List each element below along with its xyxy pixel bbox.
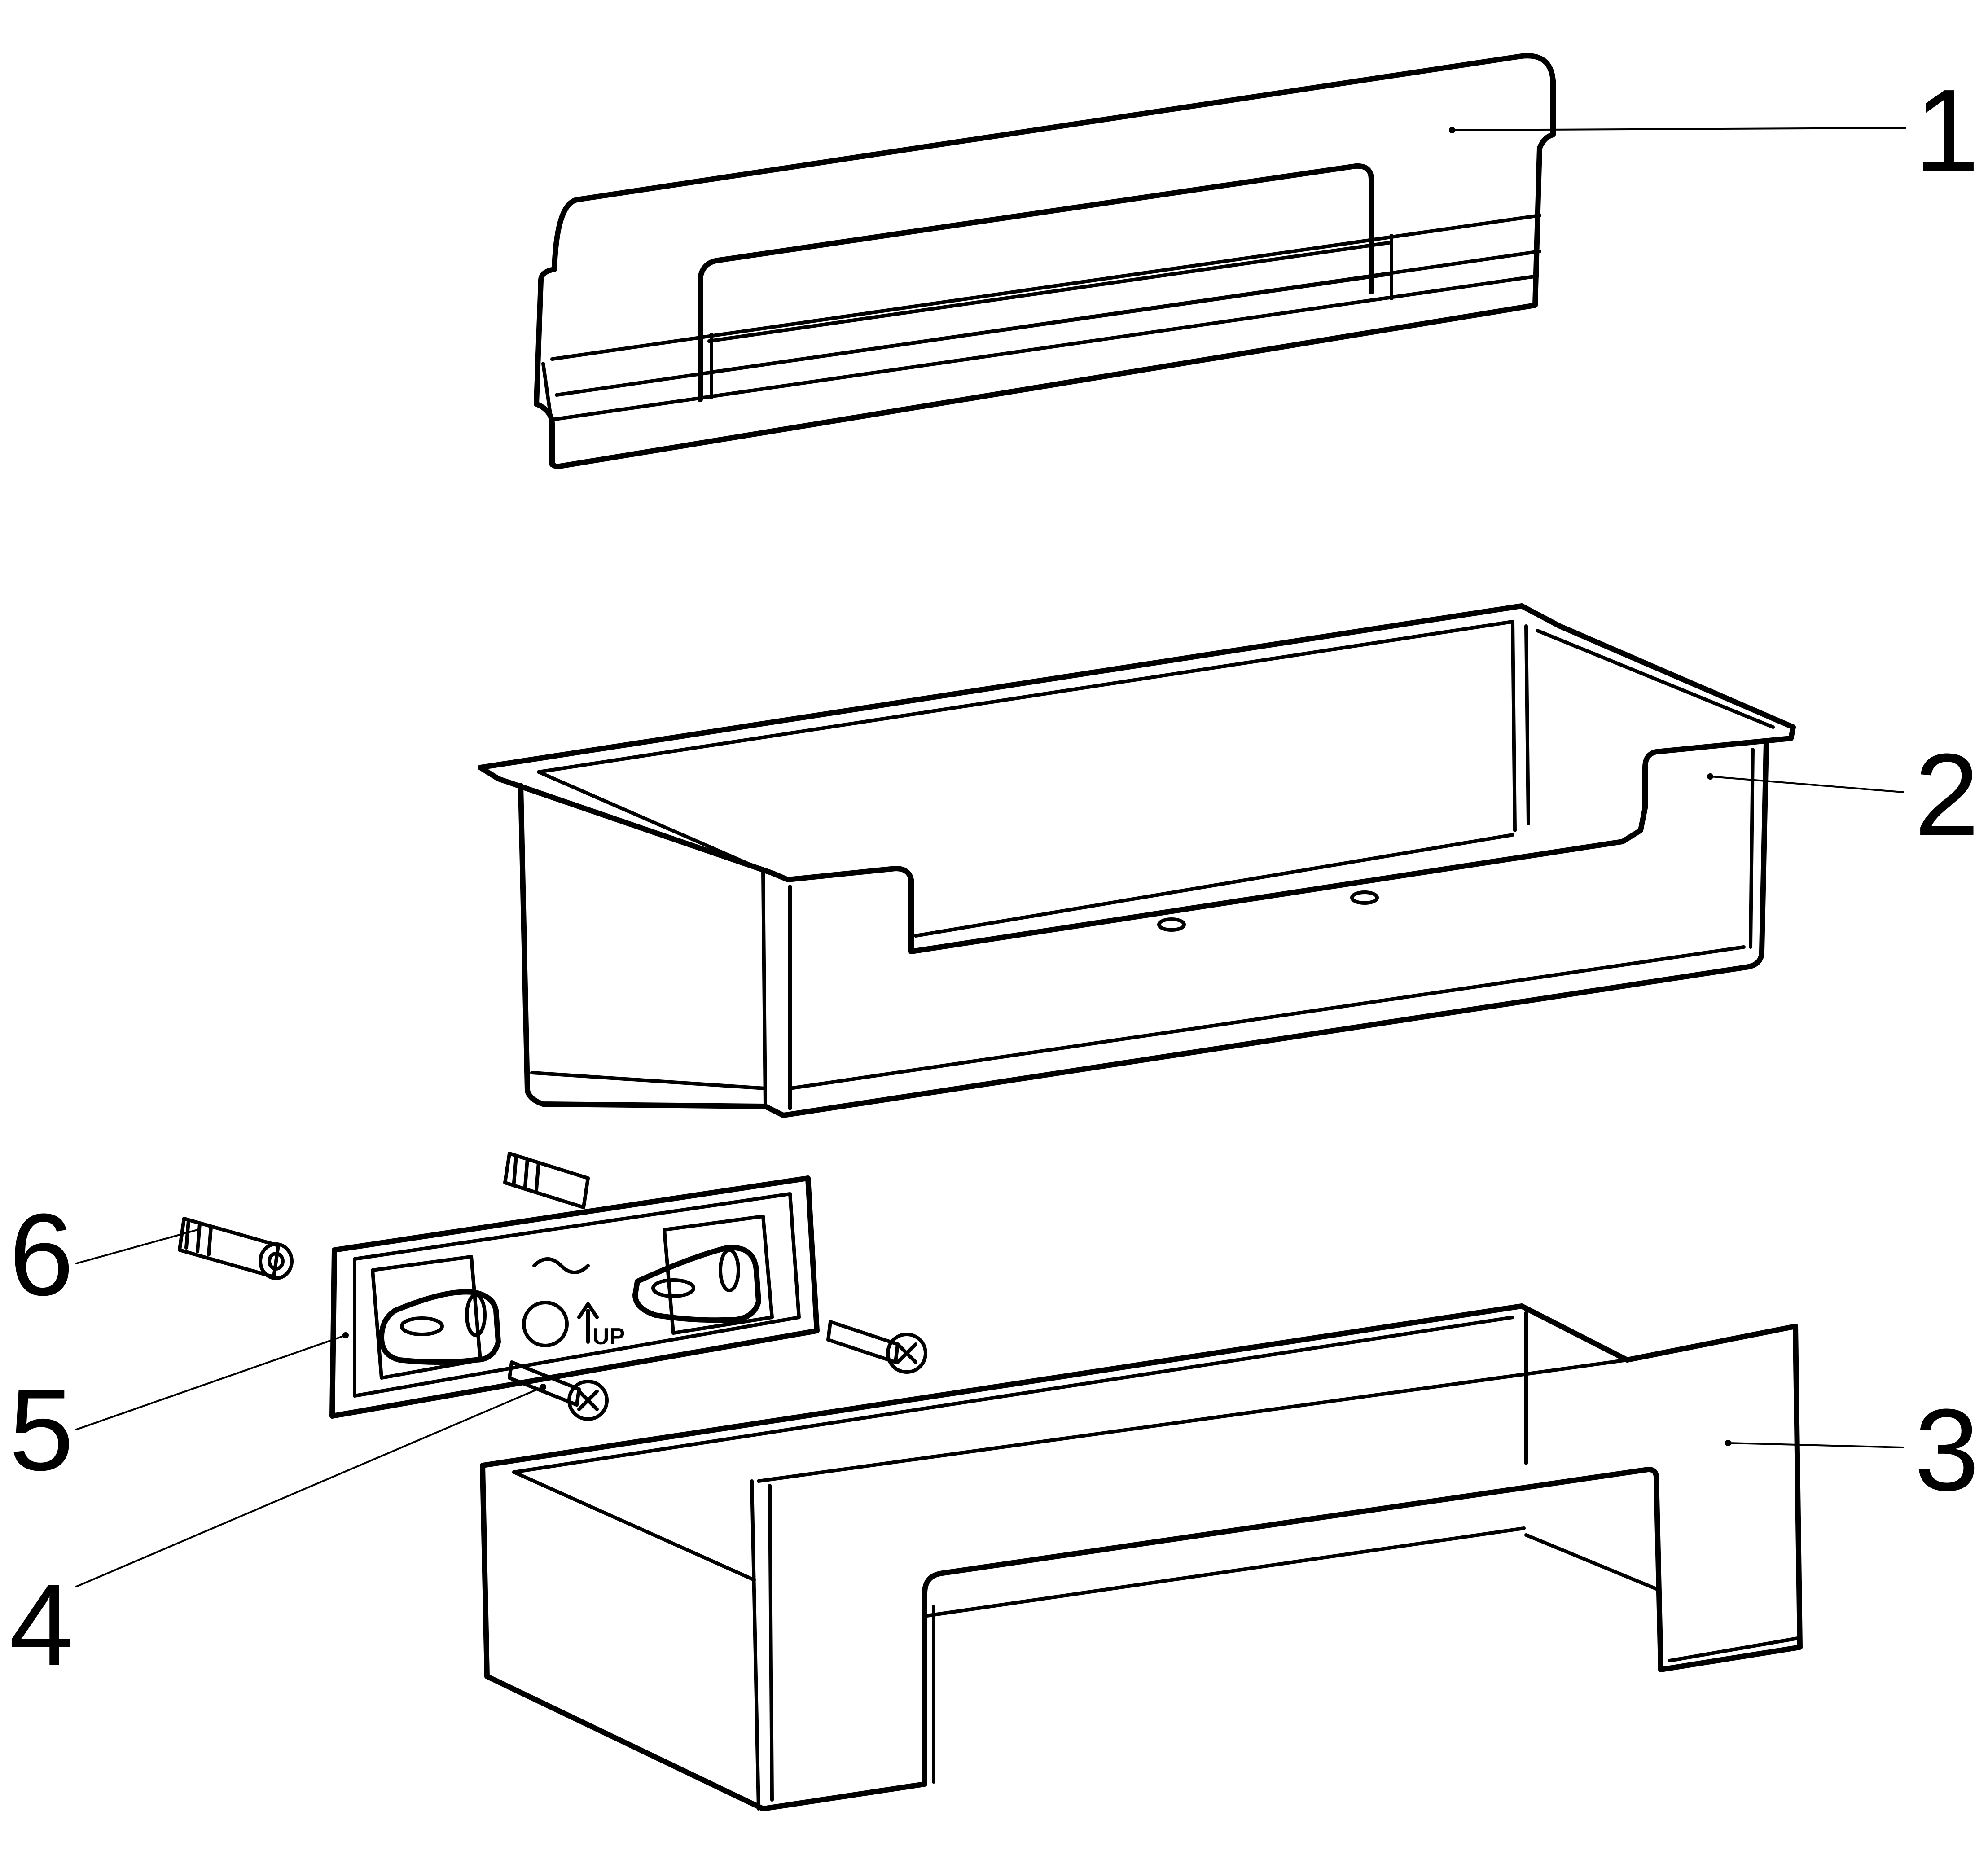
part-2-basket xyxy=(478,603,1796,1118)
bracket-up-label: UP xyxy=(592,1324,625,1350)
callout-3: 3 xyxy=(1914,1385,1979,1515)
part-5-wall-bracket: UP xyxy=(329,1175,820,1419)
part-1-front-cover xyxy=(534,53,1556,469)
leader-lines xyxy=(75,127,1906,1587)
part-6-wall-plugs xyxy=(178,1152,590,1280)
part-3-outer-housing xyxy=(480,1303,1803,1811)
callout-5: 5 xyxy=(9,1365,74,1495)
callout-1: 1 xyxy=(1914,66,1979,196)
callout-4: 4 xyxy=(9,1560,74,1690)
callout-numbers: 1 2 3 4 5 6 xyxy=(9,66,1979,1690)
callout-6: 6 xyxy=(9,1190,74,1320)
part-4-screws xyxy=(508,1320,927,1421)
callout-2: 2 xyxy=(1914,730,1979,860)
